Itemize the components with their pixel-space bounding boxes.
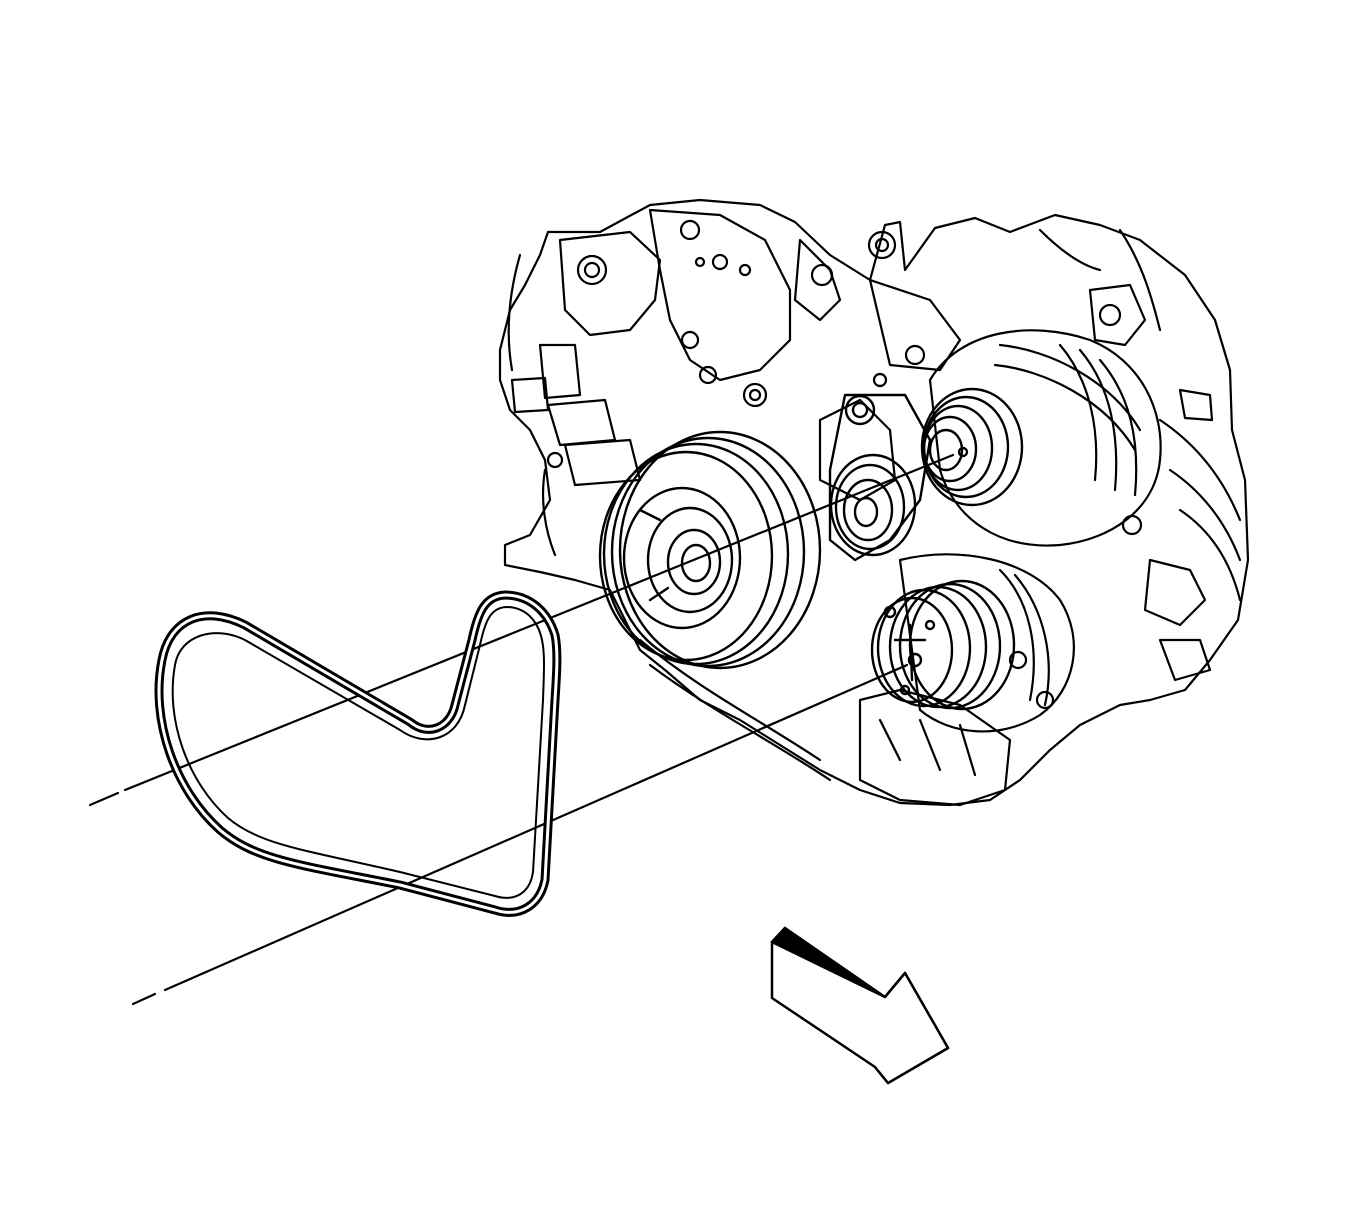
drive-belt — [154, 590, 562, 917]
belt-tensioner-pulley — [828, 393, 932, 562]
generator — [928, 329, 1162, 547]
ac-compressor-pulley — [870, 579, 1016, 711]
generator-pulley — [920, 387, 1024, 507]
view-direction-arrow-icon — [770, 926, 950, 1085]
ac-compressor — [898, 553, 1075, 733]
crankshaft-pulley — [598, 430, 822, 670]
